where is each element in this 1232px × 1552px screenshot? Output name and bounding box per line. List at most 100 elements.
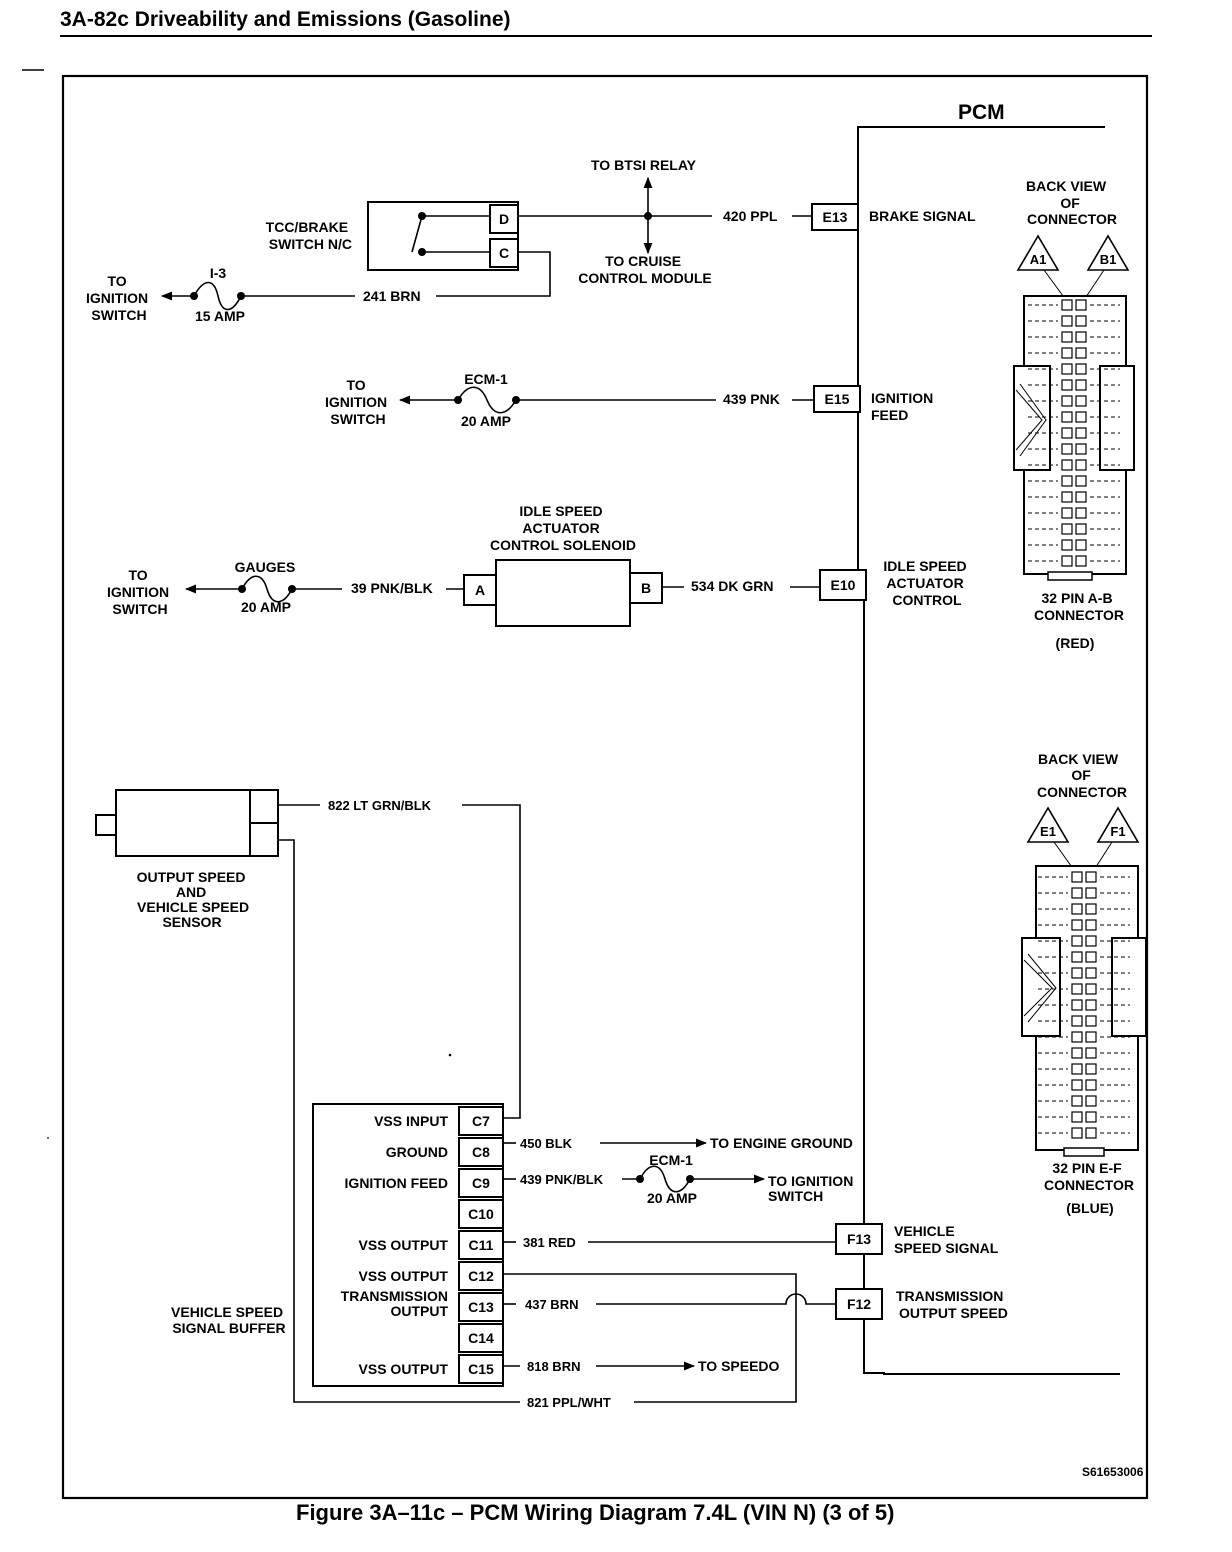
buffer-pin-c14: C14: [468, 1330, 494, 1346]
sensor-label: OUTPUT SPEED AND VEHICLE SPEED SENSOR: [137, 869, 253, 930]
connector-ab-name: 32 PIN A-B CONNECTOR: [1034, 590, 1124, 623]
brake-signal-label: BRAKE SIGNAL: [869, 208, 976, 224]
ignition-feed-label: IGNITION FEED: [871, 390, 937, 423]
terminal-e13: [811, 203, 859, 231]
connector-ef: BACK VIEW OF CONNECTOR E1 F1 32 PIN E-F …: [1021, 751, 1147, 1216]
fuse-gauges-rating: 20 AMP: [241, 599, 291, 615]
wire-39-label: 39 PNK/BLK: [351, 580, 433, 596]
connector-pin: [1061, 363, 1073, 375]
pcm-label: PCM: [958, 101, 1005, 124]
buffer-pin-c13: C13: [468, 1299, 494, 1315]
buffer-pin-box: [458, 1292, 504, 1322]
connector-pin: [1071, 887, 1083, 899]
wire-534-label: 534 DK GRN: [691, 578, 773, 594]
connector-ab-pin-a1: A1: [1030, 252, 1047, 267]
idle-control-label: IDLE SPEED ACTUATOR CONTROL: [883, 558, 970, 608]
connector-pin: [1071, 871, 1083, 883]
terminal-e15: [813, 385, 861, 413]
buffer-ignition-label: TO IGNITION SWITCH: [768, 1173, 857, 1204]
terminal-e10-label: E10: [831, 577, 856, 593]
connector-pin: [1085, 951, 1097, 963]
idle-solenoid-label: IDLE SPEED ACTUATOR CONTROL SOLENOID: [490, 503, 636, 553]
connector-pin: [1071, 999, 1083, 1011]
solenoid-pin-b-box: [629, 572, 663, 604]
connector-pin: [1061, 347, 1073, 359]
buffer-pin-box: [458, 1261, 504, 1291]
brake-circuit: TO BTSI RELAY TO CRUISE CONTROL MODULE D…: [86, 157, 976, 324]
connector-pin: [1061, 507, 1073, 519]
connector-pin: [1085, 1015, 1097, 1027]
buffer-pin-c9: C9: [472, 1175, 490, 1191]
connector-pin: [1085, 1063, 1097, 1075]
solenoid-pin-a: A: [475, 582, 485, 598]
wire-821-return: [500, 1273, 797, 1403]
connector-pin: [1071, 935, 1083, 947]
connector-pin: [1061, 395, 1073, 407]
connector-pin: [1075, 427, 1087, 439]
connector-ab-color: (RED): [1056, 635, 1095, 651]
connector-ab-pin-b1: B1: [1100, 252, 1117, 267]
buffer-pin-c10: C10: [468, 1206, 494, 1222]
connector-pin: [1071, 1015, 1083, 1027]
connector-pin: [1075, 555, 1087, 567]
connector-pin: [1075, 459, 1087, 471]
connector-pin: [1075, 347, 1087, 359]
connector-ab-view-label: BACK VIEW OF CONNECTOR: [1026, 178, 1117, 227]
page-header: 3A-82c Driveability and Emissions (Gasol…: [60, 8, 511, 31]
ignition-switch-label-2: TO IGNITION SWITCH: [325, 377, 391, 427]
connector-pin: [1085, 999, 1097, 1011]
connector-ef-pin-f1: F1: [1110, 824, 1125, 839]
connector-pin: [1075, 443, 1087, 455]
connector-ab-pin-grid: [1028, 299, 1120, 567]
fuse-ecm1-buffer-rating: 20 AMP: [647, 1190, 697, 1206]
buffer-pin-box: [458, 1230, 504, 1260]
connector-pin: [1061, 491, 1073, 503]
buffer-pin-box: [458, 1137, 504, 1167]
connector-pin: [1061, 443, 1073, 455]
buffer-pin-box: [458, 1168, 504, 1198]
wire-822-label: 822 LT GRN/BLK: [328, 798, 432, 813]
connector-pin: [1061, 331, 1073, 343]
connector-ef-pin-grid: [1038, 871, 1130, 1139]
fuse-ecm1-name: ECM-1: [464, 371, 508, 387]
diagram-frame: [61, 74, 1149, 1500]
connector-ef-pin-e1: E1: [1040, 824, 1056, 839]
buffer-pin-c8: C8: [472, 1144, 490, 1160]
connector-pin: [1075, 491, 1087, 503]
buffer-pin-label: VSS INPUT: [374, 1113, 448, 1129]
buffer-pin-c7: C7: [472, 1113, 490, 1129]
switch-contact: [411, 215, 423, 253]
fuse-ecm1-buffer-icon: [639, 1165, 691, 1193]
buffer-pin-label: VSS OUTPUT: [359, 1361, 449, 1377]
buffer-pin-label: GROUND: [386, 1144, 448, 1160]
connector-pin: [1085, 1095, 1097, 1107]
buffer-pin-label: VSS OUTPUT: [359, 1237, 449, 1253]
terminal-f12-label: F12: [847, 1296, 871, 1312]
buffer-pin-c11: C11: [469, 1237, 494, 1253]
ignition-feed-circuit: TO IGNITION SWITCH ECM-1 20 AMP 439 PNK …: [325, 371, 937, 429]
terminal-e10: [819, 569, 867, 601]
connector-pin: [1071, 967, 1083, 979]
fuse-i3-rating: 15 AMP: [195, 308, 245, 324]
wire-439-label: 439 PNK: [723, 391, 780, 407]
connector-pin: [1061, 523, 1073, 535]
fuse-i3-name: I-3: [210, 265, 227, 281]
connector-pin: [1075, 315, 1087, 327]
output-speed-sensor: OUTPUT SPEED AND VEHICLE SPEED SENSOR 82…: [95, 789, 797, 1410]
idle-speed-circuit: IDLE SPEED ACTUATOR CONTROL SOLENOID A B…: [107, 503, 970, 627]
connector-pin: [1085, 919, 1097, 931]
connector-pin: [1085, 1047, 1097, 1059]
connector-pin: [1061, 555, 1073, 567]
fuse-i3-icon: [193, 281, 242, 311]
buffer-pin-c12: C12: [468, 1268, 494, 1284]
speedo-label: TO SPEEDO: [698, 1358, 780, 1374]
figure-caption: Figure 3A–11c – PCM Wiring Diagram 7.4L …: [296, 1500, 894, 1525]
switch-pin-c: C: [499, 245, 509, 261]
switch-pin-d: D: [499, 211, 509, 227]
connector-pin: [1085, 1031, 1097, 1043]
buffer-label: VEHICLE SPEED SIGNAL BUFFER: [171, 1304, 287, 1336]
connector-pin: [1061, 315, 1073, 327]
connector-pin: [1071, 919, 1083, 931]
